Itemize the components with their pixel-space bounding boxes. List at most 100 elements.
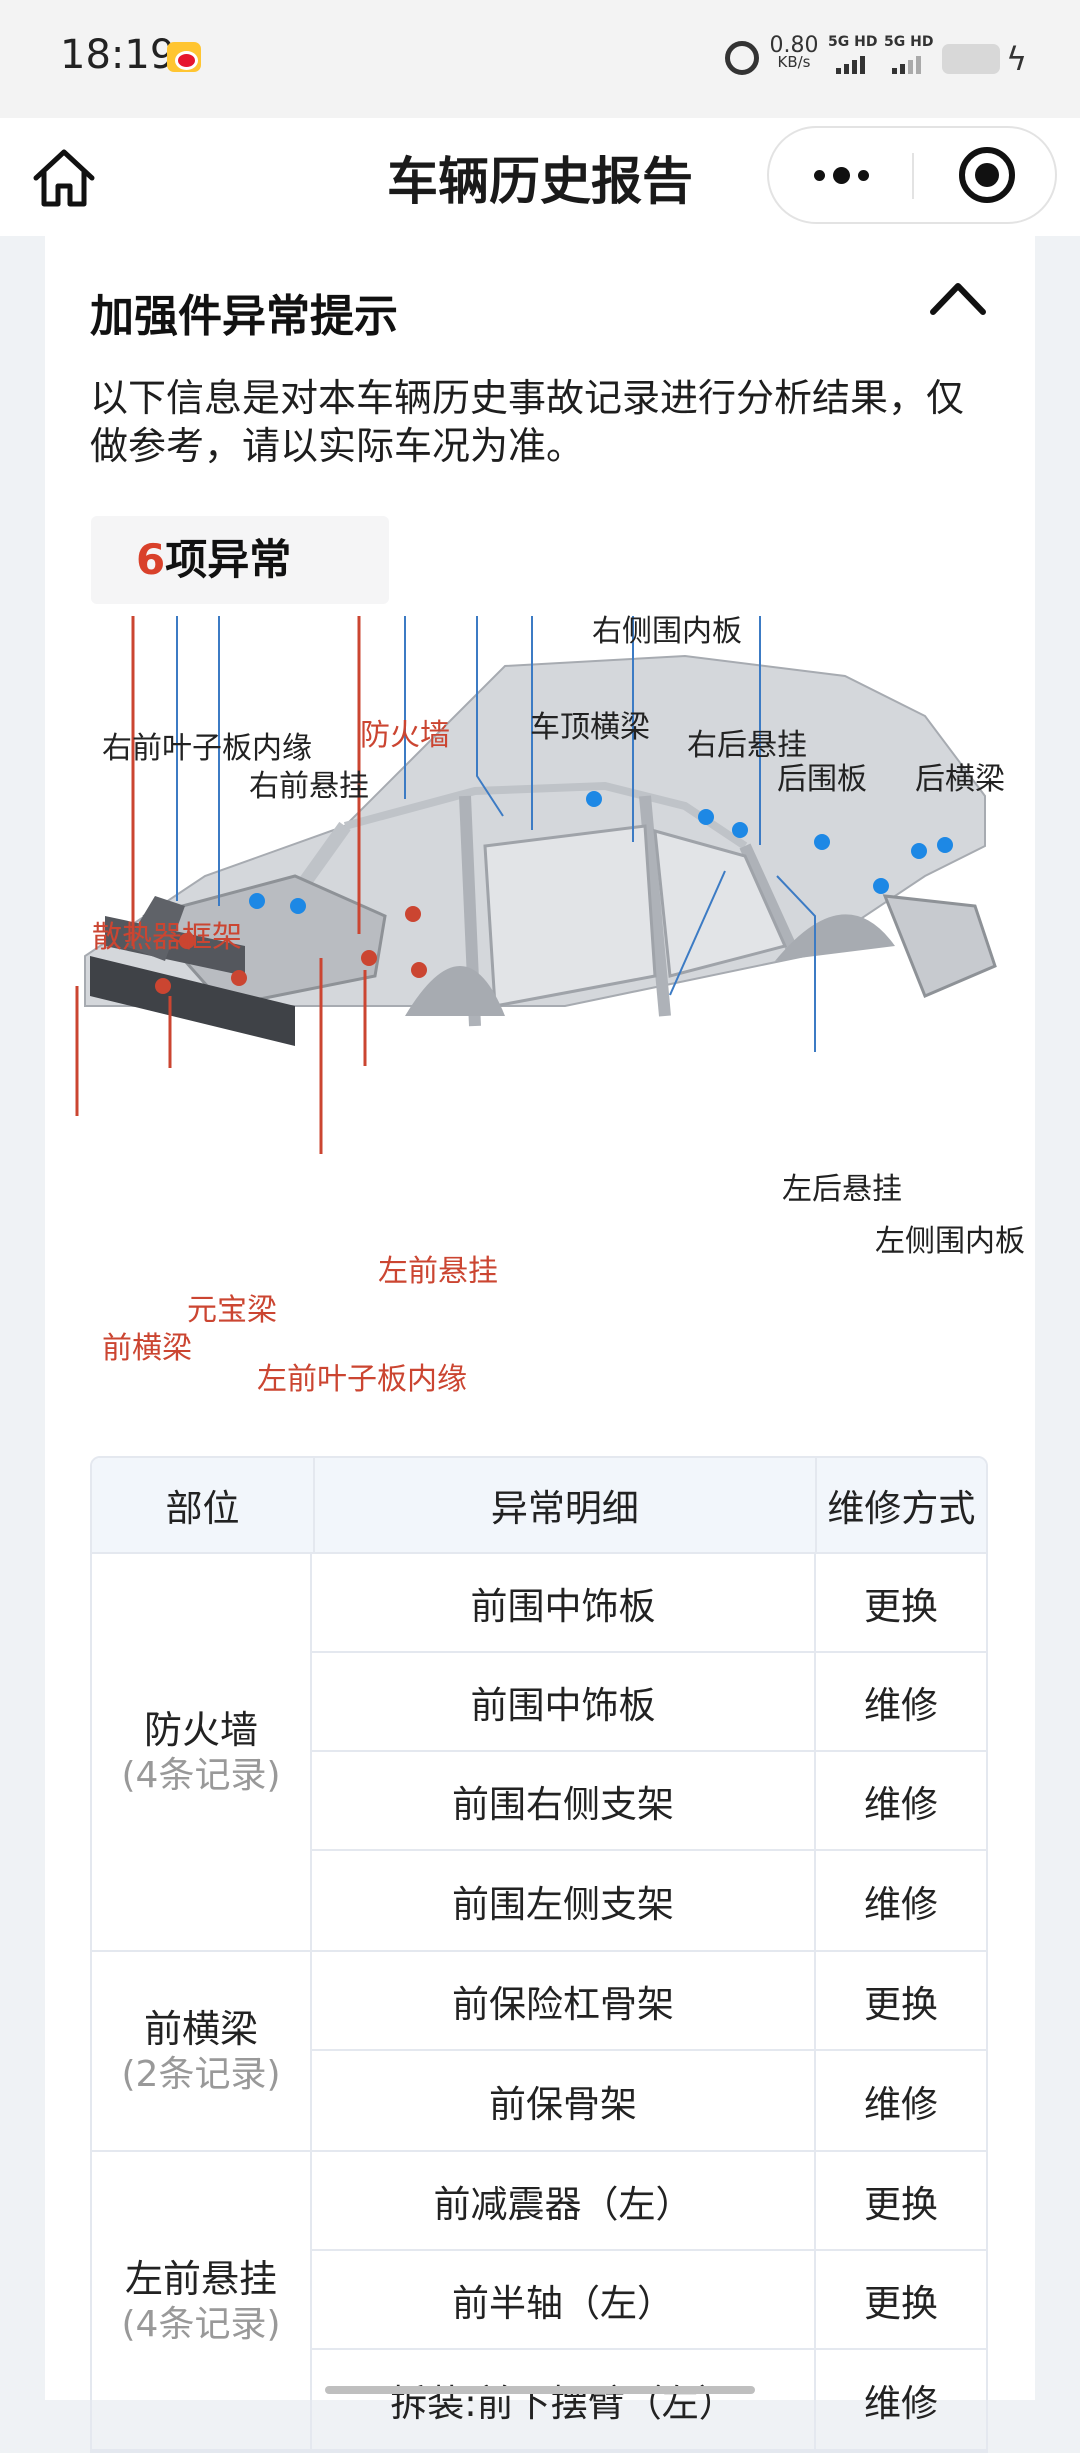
repair-method-cell: 更换 (864, 1584, 938, 1628)
group-record-count: (4条记录) (121, 1755, 281, 1796)
anomaly-count-label: 项异常 (165, 535, 292, 584)
detail-cell: 前围中饰板 (312, 1554, 816, 1651)
leader-right-inner-side-panel (476, 616, 504, 817)
detail-cell: 前围右侧支架 (312, 1752, 816, 1849)
status-bar: 18:19 0.80 KB/s 5G HD 5G HD ϟ (0, 0, 1080, 118)
intro-text: 以下信息是对本车辆历史事故记录进行分析结果，仅做参考，请以实际车况为准。 (90, 376, 965, 468)
home-icon (33, 149, 95, 207)
sim1-signal-icon: 5G HD (828, 34, 878, 74)
detail-cell: 前半轴（左） (312, 2251, 816, 2348)
marker-right-front-suspension (290, 898, 306, 914)
group-record-count: (2条记录) (121, 2054, 281, 2095)
status-time: 18:19 (60, 32, 176, 78)
car-body-diagram (45, 616, 1035, 1676)
more-dot-icon (857, 169, 869, 181)
marker-right-front-fender-inner (249, 893, 265, 909)
repair-method-cell: 维修 (864, 1683, 938, 1727)
label-left-rear-suspension: 左后悬挂 (782, 1172, 902, 1207)
marker-rear-crossbeam-a (911, 843, 927, 859)
label-yuanbao-beam: 元宝梁 (187, 1293, 277, 1328)
table-group-front-crossbeam: 前横梁 (2条记录) 前保险杠骨架更换 前保骨架 维修 (92, 1952, 986, 2152)
close-mini-program-button[interactable] (959, 147, 1015, 203)
label-front-crossbeam: 前横梁 (102, 1331, 192, 1366)
network-speed: 0.80 KB/s (765, 33, 823, 71)
mini-program-capsule (767, 126, 1057, 224)
detail-cell: 前保骨架 (312, 2051, 816, 2150)
marker-right-inner-side-panel (698, 809, 714, 825)
detail-cell: 前围中饰板 (312, 1653, 816, 1750)
anomaly-count-badge: 6项异常 (91, 516, 389, 604)
section-title: 加强件异常提示 (90, 291, 398, 342)
group-heading: 防火墙 (4条记录) (92, 1554, 312, 1950)
marker-rear-panel (814, 834, 830, 850)
marker-firewall (405, 906, 421, 922)
marker-rear-crossbeam-b (937, 837, 953, 853)
detail-cell: 前围左侧支架 (312, 1851, 816, 1950)
table-row: 前半轴（左） 更换 (312, 2251, 986, 2350)
more-dot-icon (813, 169, 825, 181)
repair-method-cell: 维修 (864, 2082, 938, 2126)
weibo-notification-icon (167, 42, 201, 72)
label-firewall: 防火墙 (360, 718, 450, 753)
leader-left-inner-side-panel (776, 875, 816, 1052)
capsule-divider (912, 153, 914, 199)
more-button[interactable] (771, 128, 911, 222)
label-left-front-suspension: 左前悬挂 (378, 1254, 498, 1289)
group-name: 防火墙 (143, 1708, 258, 1752)
alarm-icon (725, 41, 759, 75)
table-header: 部位 异常明细 维修方式 (92, 1458, 986, 1554)
marker-front-crossbeam (155, 978, 171, 994)
column-header-detail: 异常明细 (315, 1458, 817, 1552)
battery-icon (942, 44, 1000, 74)
repair-method-cell: 更换 (864, 2281, 938, 2325)
label-roof-crossbeam: 车顶横梁 (530, 710, 650, 745)
group-heading: 前横梁 (2条记录) (92, 1952, 312, 2150)
gesture-home-indicator[interactable] (325, 2386, 755, 2394)
marker-roof-crossbeam (586, 791, 602, 807)
label-right-rear-suspension: 右后悬挂 (687, 728, 807, 763)
label-left-front-fender-inner: 左前叶子板内缘 (257, 1362, 467, 1397)
detail-cell: 前减震器（左） (312, 2152, 816, 2249)
table-row: 前围右侧支架 维修 (312, 1752, 986, 1851)
table-row: 前保骨架 维修 (312, 2051, 986, 2150)
network-speed-value: 0.80 (769, 33, 819, 58)
diagram-leader-lines (75, 616, 953, 1154)
label-right-front-fender-inner: 右前叶子板内缘 (102, 731, 312, 766)
marker-left-rear-suspension (873, 878, 889, 894)
repair-method-cell: 更换 (864, 2182, 938, 2226)
group-heading: 左前悬挂 (4条记录) (92, 2152, 312, 2449)
charging-icon: ϟ (1006, 40, 1028, 78)
leader-left-rear-suspension (669, 870, 726, 996)
reinforcement-anomaly-card: 加强件异常提示 以下信息是对本车辆历史事故记录进行分析结果，仅做参考，请以实际车… (45, 236, 1035, 2453)
label-radiator-frame: 散热器框架 (92, 920, 242, 955)
column-header-repair-method: 维修方式 (827, 1487, 976, 1530)
table-row: 前围左侧支架 维修 (312, 1851, 986, 1950)
table-row: 前围中饰板 维修 (312, 1653, 986, 1752)
group-name: 左前悬挂 (124, 2256, 277, 2301)
chevron-up-icon[interactable] (927, 276, 989, 320)
group-name: 前横梁 (143, 2007, 258, 2051)
mini-program-header: 车辆历史报告 (0, 118, 1080, 236)
sim2-label: 5G HD (884, 34, 934, 50)
anomaly-table: 部位 异常明细 维修方式 防火墙 (4条记录) 前围中饰板更换 前围中饰板维修 … (90, 1456, 988, 2453)
table-group-firewall: 防火墙 (4条记录) 前围中饰板更换 前围中饰板维修 前围右侧支架维修 前围左侧… (92, 1554, 986, 1952)
marker-right-rear-suspension (732, 822, 748, 838)
table-row: 前保险杠骨架更换 (312, 1952, 986, 2051)
page-title: 车辆历史报告 (386, 153, 693, 212)
table-group-left-front-suspension: 左前悬挂 (4条记录) 前减震器（左）更换 前半轴（左）更换 拆装:前下摆臂（左… (92, 2152, 986, 2451)
table-row: 前减震器（左） 更换 (312, 2152, 986, 2251)
marker-left-front-suspension (411, 962, 427, 978)
network-speed-unit: KB/s (777, 52, 811, 71)
anomaly-count-number: 6 (136, 535, 166, 584)
sim2-signal-icon: 5G HD (884, 34, 934, 74)
marker-left-front-fender-inner (361, 950, 377, 966)
table-row: 前围中饰板 更换 (312, 1554, 986, 1653)
repair-method-cell: 维修 (864, 1782, 938, 1826)
repair-method-cell: 维修 (864, 1882, 938, 1926)
more-dot-icon (832, 166, 850, 184)
home-button[interactable] (30, 146, 98, 210)
label-right-inner-side-panel: 右侧围内板 (592, 614, 742, 649)
detail-cell: 前保险杠骨架 (312, 1952, 816, 2049)
sim1-label: 5G HD (828, 34, 878, 50)
marker-yuanbao-beam (231, 970, 247, 986)
